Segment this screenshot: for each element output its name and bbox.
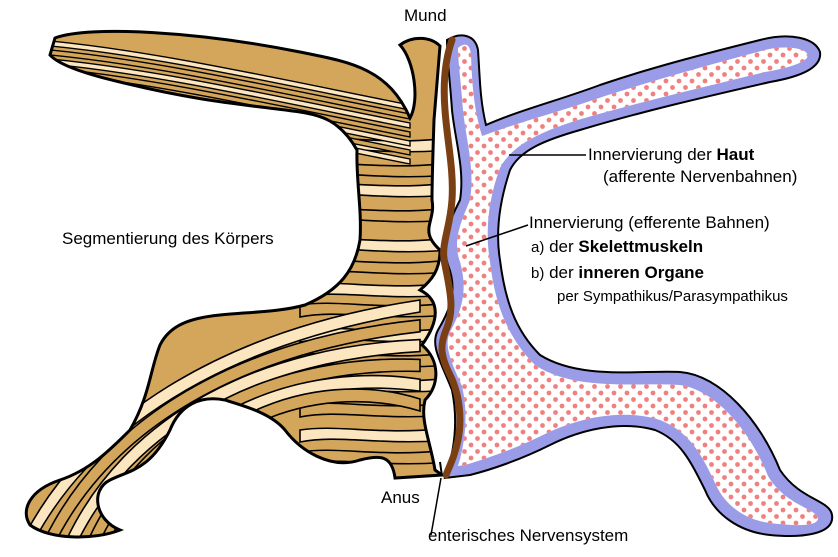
label-innervierung: Innervierung (efferente Bahnen) — [529, 213, 770, 233]
segment-band — [300, 208, 450, 222]
segment-band — [300, 183, 450, 197]
segment-band — [300, 260, 450, 274]
label-innere-organe: b) der inneren Organe — [531, 263, 704, 283]
label-skelettmuskeln: a) der Skelettmuskeln — [531, 237, 703, 257]
right-body-innervated — [435, 35, 832, 536]
label-enterisches: enterisches Nervensystem — [428, 526, 628, 546]
left-body-segmented — [20, 31, 450, 545]
label-haut-line2: (afferente Nervenbahnen) — [603, 167, 797, 187]
label-mund: Mund — [404, 6, 447, 26]
segment-band — [300, 403, 450, 417]
label-haut-line1: Innervierung der Haut — [588, 145, 754, 165]
b-prefix: b) — [531, 265, 544, 282]
segment-band — [300, 238, 450, 252]
segment-band — [300, 163, 450, 177]
skin-border — [435, 35, 832, 536]
label-segmentierung: Segmentierung des Körpers — [62, 229, 274, 249]
a-bold: Skelettmuskeln — [578, 237, 703, 256]
haut-bold: Haut — [717, 145, 755, 164]
a-prefix: a) — [531, 239, 544, 256]
label-anus: Anus — [381, 488, 420, 508]
b-bold: inneren Organe — [578, 263, 704, 282]
a-der: der — [549, 237, 578, 256]
b-der: der — [549, 263, 578, 282]
haut-prefix: Innervierung der — [588, 145, 717, 164]
label-sympathikus: per Sympathikus/Parasympathikus — [557, 288, 788, 306]
